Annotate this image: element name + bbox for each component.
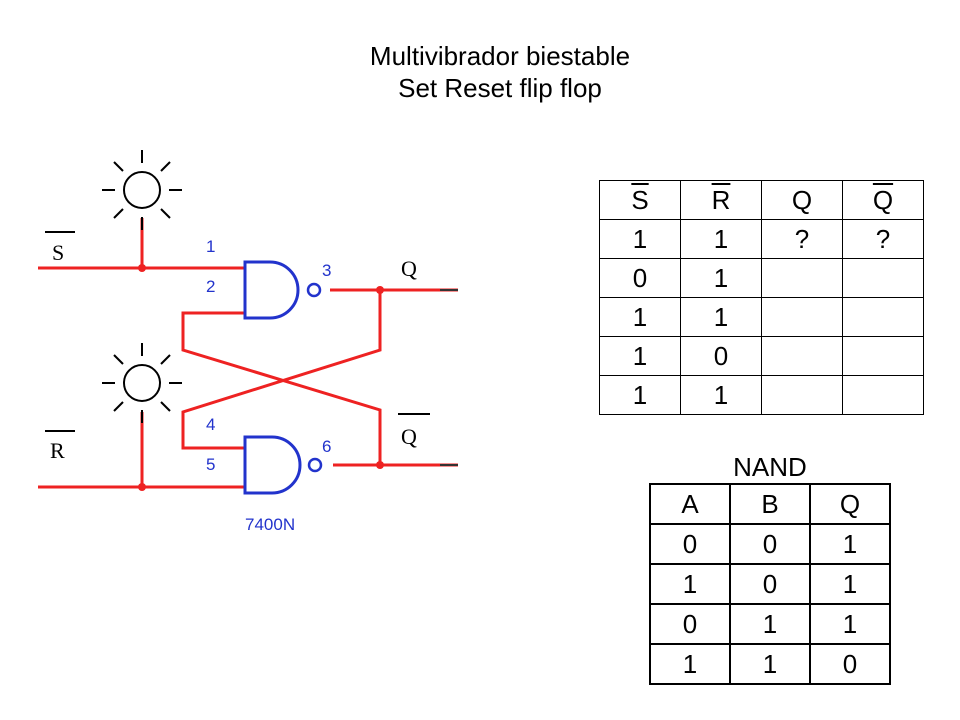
pin-label: 6: [322, 437, 331, 456]
cell: 1: [729, 643, 811, 685]
table-row: 1 0: [599, 336, 924, 376]
input-s-label: S: [52, 240, 64, 265]
cell: ?: [842, 219, 924, 259]
cell: 0: [649, 523, 731, 565]
inverter-bubble: [306, 282, 322, 298]
junction-dot: [376, 461, 384, 469]
nand-truth-table: A B Q 0 0 1 1 0 1 0 1 1 1 1 0: [649, 483, 891, 685]
cell: [842, 297, 924, 337]
cell: 1: [809, 603, 891, 645]
header-b: B: [729, 483, 811, 525]
cell: 1: [680, 375, 762, 415]
cell: 1: [649, 643, 731, 685]
junctions: [138, 264, 384, 491]
table-row: 1 1 ? ?: [599, 219, 924, 259]
header-a: A: [649, 483, 731, 525]
input-r-label: R: [50, 438, 65, 463]
cell: 0: [729, 563, 811, 605]
cell: [761, 297, 843, 337]
chip-label: 7400N: [245, 515, 295, 534]
header-s: S: [599, 180, 681, 220]
cell: 1: [809, 563, 891, 605]
cell: 1: [599, 297, 681, 337]
junction-dot: [376, 286, 384, 294]
header-q: Q: [809, 483, 891, 525]
cell: 0: [599, 258, 681, 298]
sr-flipflop-circuit: S R Q Q 1 2 3 4 5 6 7400N: [38, 150, 458, 534]
cell: 1: [680, 258, 762, 298]
cell: 1: [809, 523, 891, 565]
cell: [842, 375, 924, 415]
nand-gate-top: [243, 260, 322, 320]
table-row: 1 1 0: [649, 643, 891, 685]
pin-label: 5: [206, 455, 215, 474]
junction-dot: [138, 483, 146, 491]
cell: 0: [649, 603, 731, 645]
sr-truth-table: S R Q Q 1 1 ? ? 0 1 1 1 1 0 1 1: [599, 180, 924, 415]
wires: [38, 218, 458, 489]
nand-caption: NAND: [733, 452, 807, 482]
pin-label: 1: [206, 237, 215, 256]
table-row: 1 1: [599, 375, 924, 415]
wire-qbar-feedback: [181, 311, 382, 465]
header-r: R: [680, 180, 762, 220]
table-row: 1 1: [599, 297, 924, 337]
output-q-label: Q: [401, 256, 417, 281]
lamp-icon-bottom: [102, 343, 182, 423]
cell: ?: [761, 219, 843, 259]
cell: [761, 336, 843, 376]
junction-dot: [138, 264, 146, 272]
header-qbar: Q: [842, 180, 924, 220]
table-header-row: A B Q: [649, 483, 891, 525]
cell: [761, 258, 843, 298]
cell: [842, 258, 924, 298]
table-header-row: S R Q Q: [599, 180, 924, 220]
cell: 1: [729, 603, 811, 645]
pin-label: 2: [206, 277, 215, 296]
header-q: Q: [761, 180, 843, 220]
cell: 0: [809, 643, 891, 685]
cell: 1: [680, 297, 762, 337]
pin-label: 3: [322, 261, 331, 280]
table-row: 1 0 1: [649, 563, 891, 605]
pin-label: 4: [206, 415, 215, 434]
title-line-2: Set Reset flip flop: [398, 73, 602, 103]
cell: 0: [680, 336, 762, 376]
cell: 0: [729, 523, 811, 565]
wire-q-feedback: [181, 290, 382, 450]
table-row: 0 1 1: [649, 603, 891, 645]
lamp-icon-top: [102, 150, 182, 230]
inverter-bubble: [307, 457, 323, 473]
title-line-1: Multivibrador biestable: [369, 41, 631, 71]
output-qbar-label: Q: [401, 424, 417, 449]
cell: [842, 336, 924, 376]
table-row: 0 0 1: [649, 523, 891, 565]
cell: 1: [680, 219, 762, 259]
output-stubs: [440, 289, 458, 466]
slide-title: Multivibrador biestable Set Reset flip f…: [0, 40, 960, 104]
cell: 1: [599, 219, 681, 259]
nand-gate-bottom: [243, 435, 323, 495]
cell: 1: [599, 375, 681, 415]
cell: 1: [649, 563, 731, 605]
cell: [761, 375, 843, 415]
cell: 1: [599, 336, 681, 376]
table-row: 0 1: [599, 258, 924, 298]
